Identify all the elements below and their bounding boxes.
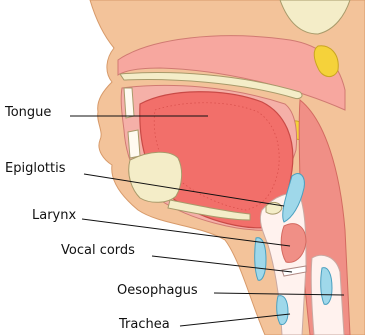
jaw-bone [129, 152, 182, 202]
label-epiglottis: Epiglottis [5, 162, 65, 175]
label-vocal-cords: Vocal cords [61, 244, 135, 257]
label-trachea: Trachea [119, 318, 170, 331]
upper-teeth [124, 88, 134, 118]
trachea-ring-1 [277, 296, 288, 325]
label-larynx: Larynx [32, 209, 76, 222]
label-tongue: Tongue [5, 106, 51, 119]
lower-teeth [128, 130, 140, 158]
label-oesophagus: Oesophagus [117, 284, 198, 297]
oesophagus-cartilage [321, 268, 332, 305]
thyroid-cartilage [255, 238, 266, 281]
